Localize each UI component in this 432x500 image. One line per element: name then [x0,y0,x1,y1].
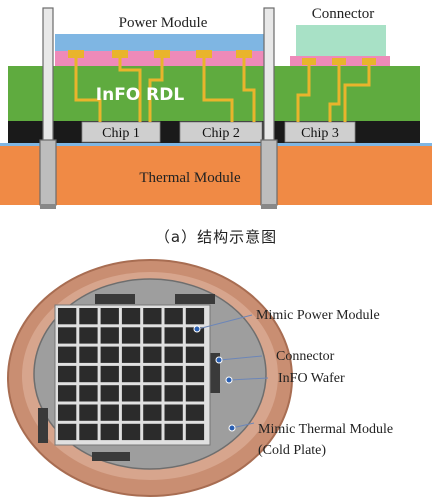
power-module-tile [165,405,183,421]
power-module-tile [143,385,161,401]
chip-1-label: Chip 1 [102,126,140,141]
power-module-tile [165,366,183,382]
power-module-tile [101,366,119,382]
power-module-tile [79,424,97,440]
power-module-tile [143,366,161,382]
connector-body [296,25,386,56]
power-module-tile [186,385,204,401]
callout-info-wafer: InFO Wafer [278,371,345,386]
power-module-tile [101,424,119,440]
power-module-tile [79,366,97,382]
power-module-tile [143,327,161,343]
power-module-tile [122,424,140,440]
structure-diagram: Thermal Module Chip 1 Chip 2 Chip 3 Powe… [0,0,432,216]
power-module-tile [101,327,119,343]
power-module-tile [165,424,183,440]
power-module-tile [143,308,161,324]
power-module-tile [143,405,161,421]
info-rdl-layer [8,66,420,121]
power-module-tile [58,424,76,440]
power-module-tile [79,347,97,363]
power-module-tile [58,308,76,324]
power-module-tile [186,308,204,324]
power-module-tile [122,327,140,343]
wafer-photo: Mimic Power Module Connector InFO Wafer … [0,258,432,500]
power-module-tile [122,405,140,421]
power-module-tile [122,308,140,324]
power-module-tile [101,347,119,363]
power-module-tile [101,308,119,324]
callout-connector: Connector [276,349,335,364]
power-module-tile [186,366,204,382]
power-module-tile [165,308,183,324]
power-module-tile [143,347,161,363]
power-module-tile [58,366,76,382]
structure-diagram-caption: （a）结构示意图 [0,226,432,247]
callout-mimic-thermal-module: Mimic Thermal Module [258,422,393,437]
power-module-tile [122,385,140,401]
power-module-tile [58,347,76,363]
thermal-module-label: Thermal Module [139,170,241,186]
power-module-tile [101,405,119,421]
power-module-tile [186,347,204,363]
callout-mimic-power-module: Mimic Power Module [256,308,380,323]
power-module-tile [79,385,97,401]
power-module-tile [58,405,76,421]
power-module-tile [79,405,97,421]
power-module-tile [79,308,97,324]
power-module-tile [122,366,140,382]
power-module-tile [165,327,183,343]
power-module-tile [186,424,204,440]
chip-2-label: Chip 2 [202,126,240,141]
power-module-tile [186,405,204,421]
power-module-tile [165,347,183,363]
power-module-tile [143,424,161,440]
power-module-tile [165,385,183,401]
power-module-tile [79,327,97,343]
info-rdl-label: InFO RDL [96,85,185,105]
power-module-tile [58,327,76,343]
power-module-body [55,34,270,51]
connector-label: Connector [312,6,374,22]
module-grid [58,308,204,440]
power-module-tile [101,385,119,401]
power-module-tile [122,347,140,363]
chip-3-label: Chip 3 [301,126,339,141]
power-module-label: Power Module [119,15,208,31]
callout-cold-plate: (Cold Plate) [258,443,326,458]
power-module-tile [58,385,76,401]
thermal-interface-line [0,143,432,146]
